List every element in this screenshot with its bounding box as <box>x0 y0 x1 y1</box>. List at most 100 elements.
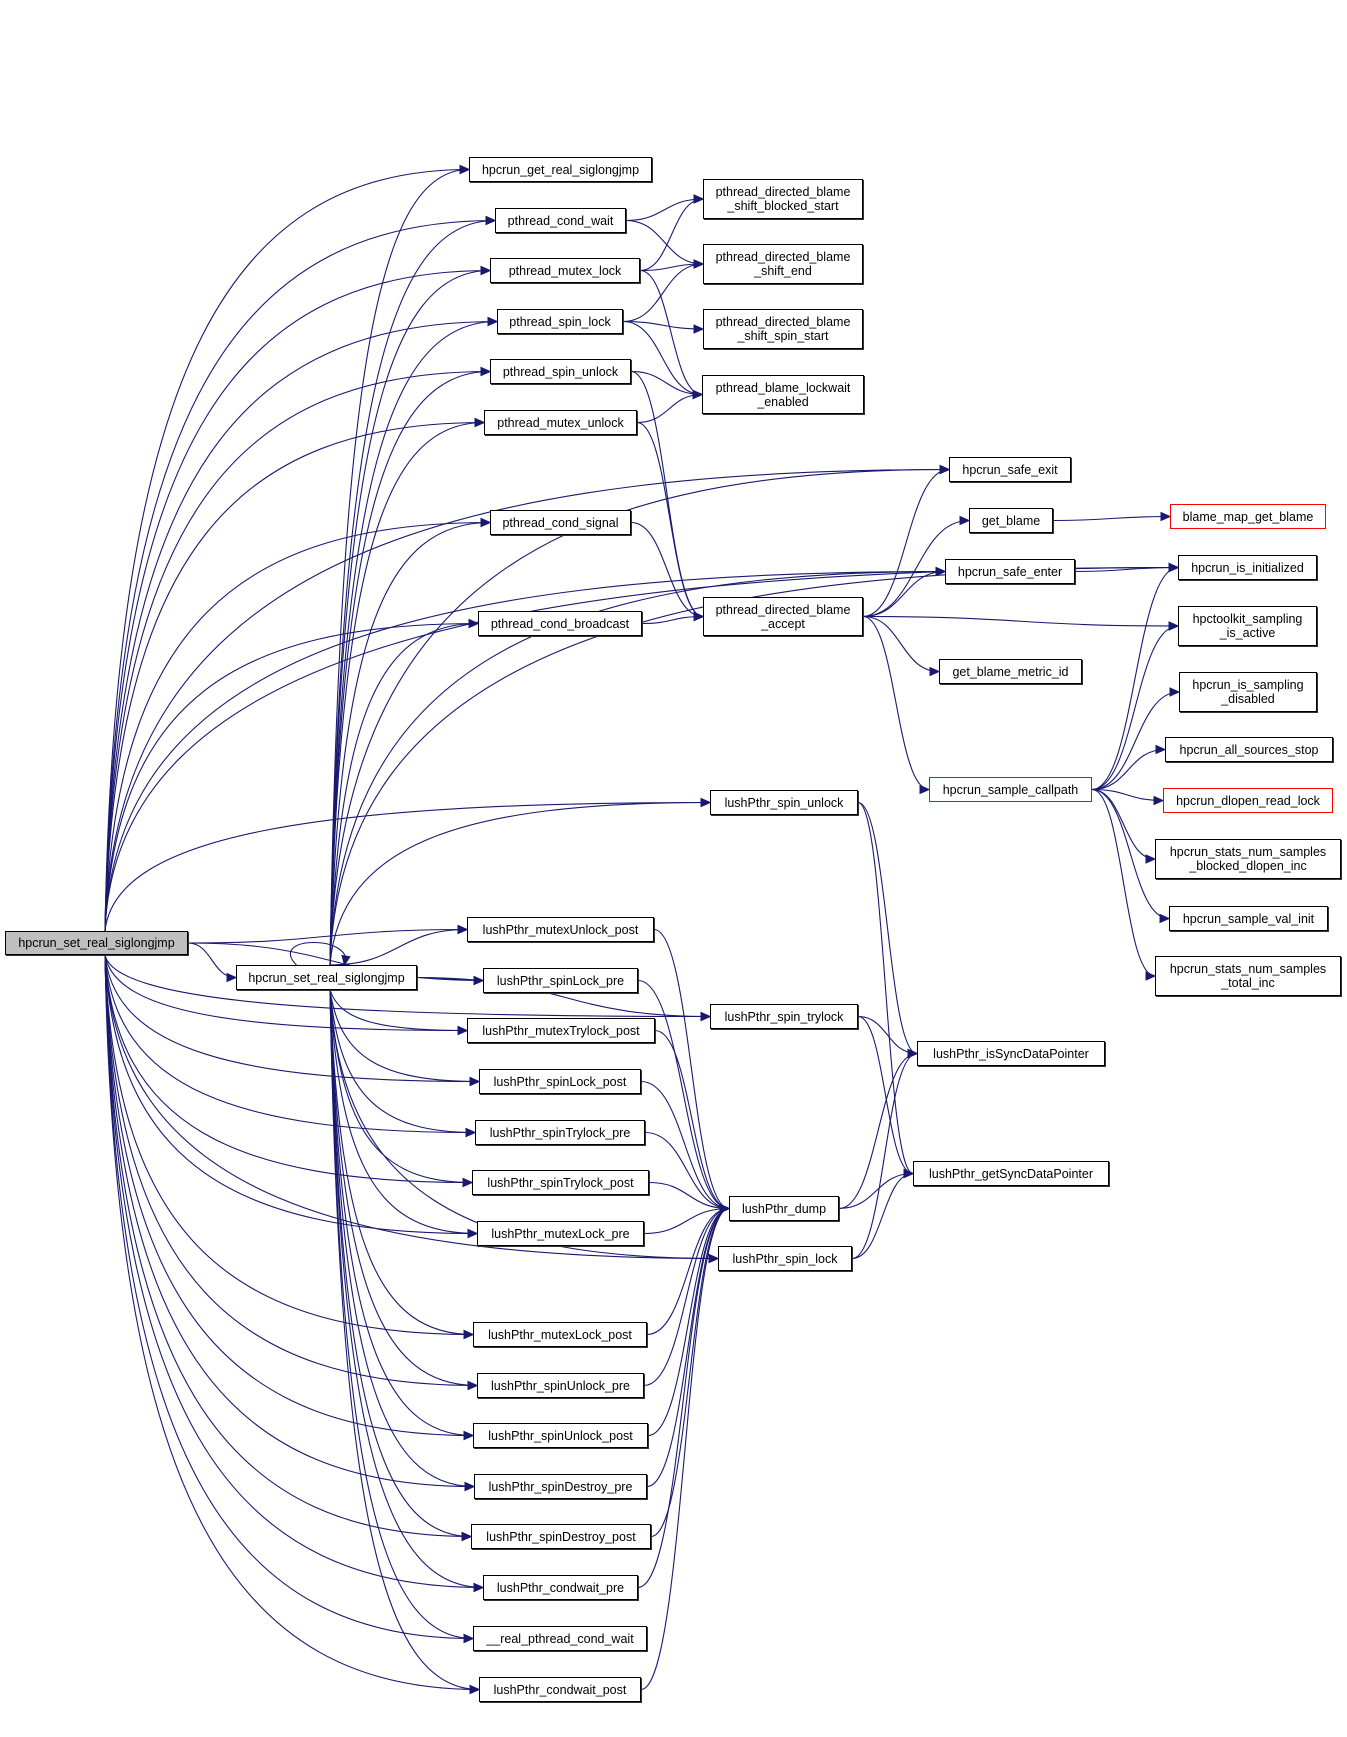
node-get-blame[interactable]: get_blame <box>969 508 1053 533</box>
arrowhead-icon <box>959 515 971 526</box>
edge-dba-to-gbmid <box>862 615 940 673</box>
edge-lspinlock-to-lissync <box>851 1052 918 1260</box>
node-pthread-cond-broadcast[interactable]: pthread_cond_broadcast <box>478 611 642 636</box>
node-lushpthr-issyncdatapointer[interactable]: lushPthr_isSyncDataPointer <box>917 1041 1105 1066</box>
node-pthread-cond-wait[interactable]: pthread_cond_wait <box>495 208 626 233</box>
node-lushpthr-spinunlock-pre[interactable]: lushPthr_spinUnlock_pre <box>477 1373 644 1398</box>
arrowhead-icon <box>487 316 499 327</box>
arrowhead-icon <box>1145 971 1157 981</box>
node-lushpthr-dump[interactable]: lushPthr_dump <box>729 1196 839 1221</box>
edge-set2-to-lspindespre <box>329 989 475 1488</box>
node-pthread-blame-lockwait-enabled[interactable]: pthread_blame_lockwait _enabled <box>702 375 864 414</box>
arrowhead-icon <box>919 784 931 795</box>
edge-ldump-to-lissync <box>838 1052 918 1210</box>
node-pthread-cond-signal[interactable]: pthread_cond_signal <box>490 510 631 535</box>
node-lushpthr-mutextrylock-post[interactable]: lushPthr_mutexTrylock_post <box>467 1018 655 1043</box>
node-lushpthr-mutexlock-post[interactable]: lushPthr_mutexLock_post <box>473 1322 647 1347</box>
node-hpcrun-safe-enter[interactable]: hpcrun_safe_enter <box>945 559 1075 584</box>
node-lushpthr-spinlock-post[interactable]: lushPthr_spinLock_post <box>479 1069 641 1094</box>
node-lushpthr-spin-unlock[interactable]: lushPthr_spin_unlock <box>710 790 858 815</box>
edge-condwait-to-dbse <box>625 219 704 265</box>
node-lushpthr-condwait-pre[interactable]: lushPthr_condwait_pre <box>483 1575 638 1600</box>
edge-spinlock-to-lwe <box>622 320 703 396</box>
edge-root-to-lspindespre <box>104 954 475 1488</box>
arrowhead-icon <box>907 1048 919 1059</box>
edge-root-to-condbcast <box>104 622 479 932</box>
node-pthread-mutex-lock[interactable]: pthread_mutex_lock <box>490 258 640 283</box>
node-pthread-directed-blame-accept[interactable]: pthread_directed_blame _accept <box>703 597 863 636</box>
edge-root-to-mutexunlock <box>104 421 485 932</box>
arrowhead-icon <box>463 1633 475 1644</box>
node-lushpthr-mutexlock-pre[interactable]: lushPthr_mutexLock_pre <box>477 1221 644 1246</box>
node-hpcrun-stats-num-samples-blocked-dlopen-inc[interactable]: hpcrun_stats_num_samples _blocked_dlopen… <box>1155 839 1341 879</box>
arrowhead-icon <box>692 389 704 400</box>
edge-set2-to-set2 <box>289 942 347 966</box>
edge-samplecp-to-dlopen <box>1091 788 1164 802</box>
node-lushpthr-spinunlock-post[interactable]: lushPthr_spinUnlock_post <box>473 1423 648 1448</box>
node-hpcrun-sample-callpath[interactable]: hpcrun_sample_callpath <box>929 777 1092 802</box>
node-hpcrun-is-sampling-disabled[interactable]: hpcrun_is_sampling _disabled <box>1179 672 1317 712</box>
edge-root-to-lmuxunlpost <box>187 928 468 944</box>
node-lushpthr-spintrylock-post[interactable]: lushPthr_spinTrylock_post <box>472 1170 649 1195</box>
node-pthread-directed-blame-shift-end[interactable]: pthread_directed_blame _shift_end <box>703 244 863 284</box>
node-hpcrun-stats-num-samples-total-inc[interactable]: hpcrun_stats_num_samples _total_inc <box>1155 956 1341 996</box>
node-hpcrun-dlopen-read-lock[interactable]: hpcrun_dlopen_read_lock <box>1163 788 1333 813</box>
node-pthread-directed-blame-shift-blocked-start[interactable]: pthread_directed_blame _shift_blocked_st… <box>703 179 863 219</box>
edge-root-to-safeenter <box>104 570 946 932</box>
edge-set2-to-lspinunlpost <box>329 989 474 1437</box>
edge-lmuxunlpost-to-ldump <box>653 928 730 1210</box>
arrowhead-icon <box>469 1076 481 1087</box>
edge-set2-to-condwait <box>329 219 496 966</box>
edge-set2-to-safeexit <box>329 468 950 966</box>
edge-samplecp-to-isinit <box>1091 566 1179 791</box>
edge-root-to-lmuxlockpost <box>104 954 474 1336</box>
node-lushpthr-spindestroy-post[interactable]: lushPthr_spinDestroy_post <box>471 1524 651 1549</box>
edge-set2-to-mutexunlock <box>329 421 485 966</box>
node-pthread-mutex-unlock[interactable]: pthread_mutex_unlock <box>484 410 637 435</box>
arrowhead-icon <box>457 924 469 935</box>
edge-lspintrypost-to-ldump <box>648 1181 730 1210</box>
node-lushpthr-condwait-post[interactable]: lushPthr_condwait_post <box>479 1677 641 1702</box>
edge-set2-to-lspinunlpre <box>329 989 478 1387</box>
node-pthread-spin-unlock[interactable]: pthread_spin_unlock <box>490 359 631 384</box>
node-hpcrun-safe-exit[interactable]: hpcrun_safe_exit <box>949 457 1071 482</box>
node-get-blame-metric-id[interactable]: get_blame_metric_id <box>939 659 1082 684</box>
node-hpcrun-get-real-siglongjmp[interactable]: hpcrun_get_real_siglongjmp <box>469 157 652 182</box>
node-hpcrun-is-initialized[interactable]: hpcrun_is_initialized <box>1178 555 1317 580</box>
node-lushpthr-spin-trylock[interactable]: lushPthr_spin_trylock <box>710 1004 858 1029</box>
node-pthread-directed-blame-shift-spin-start[interactable]: pthread_directed_blame _shift_spin_start <box>703 309 863 349</box>
node-lushpthr-getsyncdatapointer[interactable]: lushPthr_getSyncDataPointer <box>913 1161 1109 1186</box>
node-pthread-spin-lock[interactable]: pthread_spin_lock <box>497 309 623 334</box>
edge-root-to-lspinunlpost <box>104 954 474 1437</box>
node-lushpthr-spinlock-pre[interactable]: lushPthr_spinLock_pre <box>483 968 638 993</box>
edge-lspinunlpre-to-ldump <box>643 1207 730 1387</box>
arrowhead-icon <box>467 1228 479 1239</box>
edge-root-to-lspinunlpre <box>104 954 478 1387</box>
edge-set2-to-lspinunlock <box>329 801 711 966</box>
node-lushpthr-spin-lock[interactable]: lushPthr_spin_lock <box>718 1246 852 1271</box>
node-hpctoolkit-sampling-is-active[interactable]: hpctoolkit_sampling _is_active <box>1178 606 1317 646</box>
edge-set2-to-lcwpre <box>329 989 484 1589</box>
edge-set2-to-lspintrypost <box>329 989 473 1184</box>
edge-root-to-safeexit <box>104 468 950 932</box>
node-hpcrun-sample-val-init[interactable]: hpcrun_sample_val_init <box>1169 906 1328 931</box>
node-hpcrun-set-real-siglongjmp[interactable]: hpcrun_set_real_siglongjmp <box>236 965 417 990</box>
arrowhead-icon <box>459 164 471 175</box>
node-lushpthr-mutexunlock-post[interactable]: lushPthr_mutexUnlock_post <box>467 917 654 942</box>
node-lushpthr-spindestroy-pre[interactable]: lushPthr_spinDestroy_pre <box>474 1474 647 1499</box>
arrowhead-icon <box>1145 854 1157 864</box>
edge-root-to-condsignal <box>104 521 491 932</box>
arrowhead-icon <box>341 954 351 967</box>
arrowhead-icon <box>935 566 947 577</box>
edge-lspinlockpost-to-ldump <box>640 1080 730 1210</box>
node-root-hpcrun-set-real-siglongjmp[interactable]: hpcrun_set_real_siglongjmp <box>5 931 188 955</box>
node-real-pthread-cond-wait[interactable]: __real_pthread_cond_wait <box>473 1626 647 1651</box>
arrowhead-icon <box>463 1329 475 1340</box>
node-lushpthr-spintrylock-pre[interactable]: lushPthr_spinTrylock_pre <box>475 1120 645 1145</box>
node-hpcrun-all-sources-stop[interactable]: hpcrun_all_sources_stop <box>1165 737 1333 762</box>
edge-set2-to-mutexlock <box>329 269 491 966</box>
node-blame-map-get-blame[interactable]: blame_map_get_blame <box>1170 504 1326 529</box>
edge-set2-to-getreal <box>329 168 470 966</box>
edge-samplecp-to-sampact <box>1091 625 1179 791</box>
